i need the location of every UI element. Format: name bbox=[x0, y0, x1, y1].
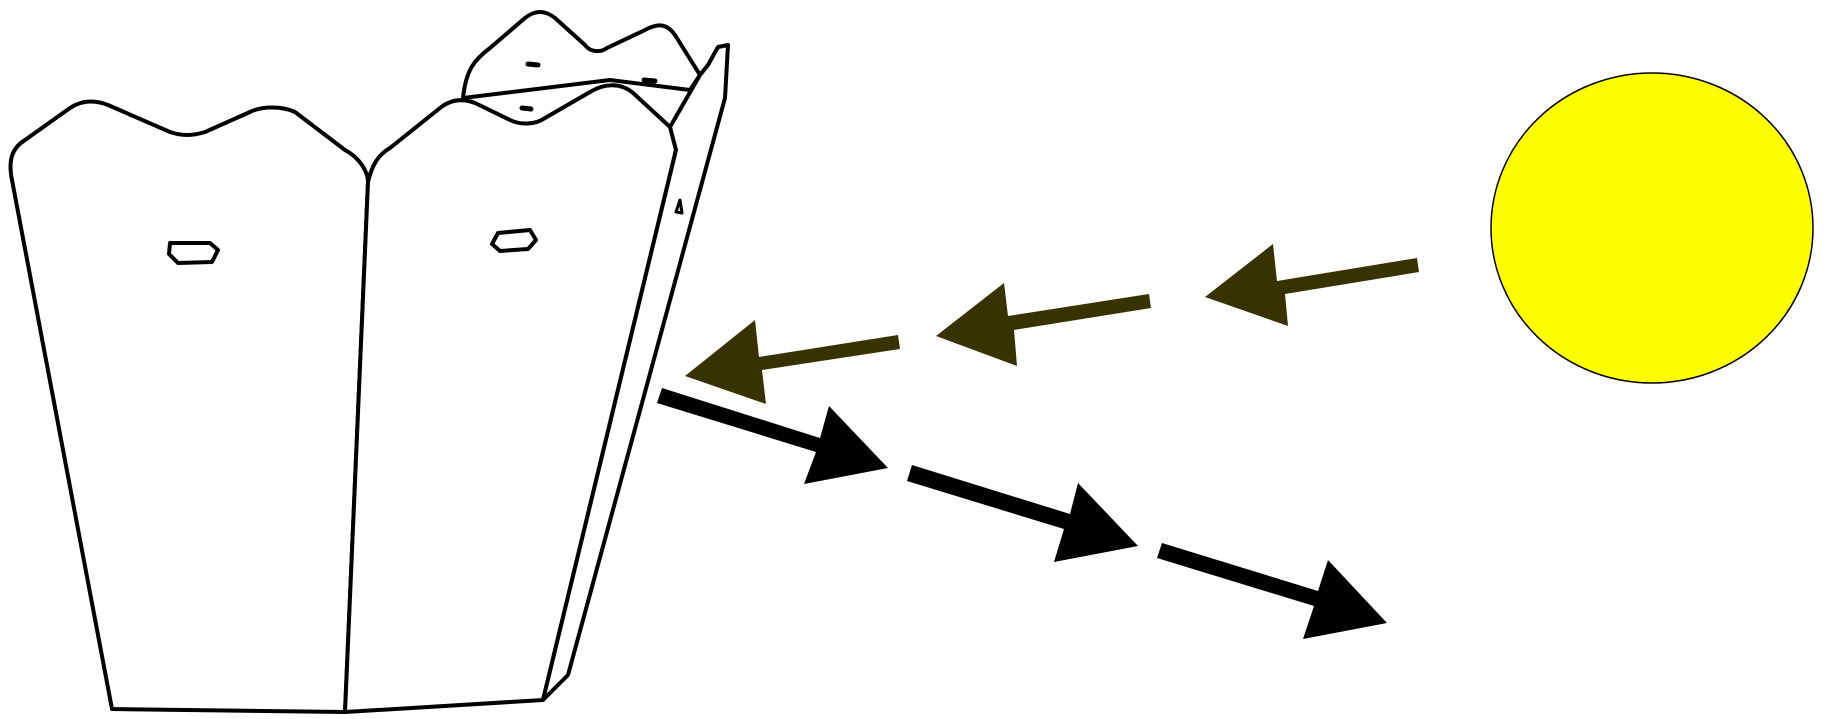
knot-mark bbox=[674, 198, 684, 215]
incoming-arrow bbox=[1205, 244, 1419, 326]
knot-mark bbox=[519, 105, 534, 112]
reflected-arrow bbox=[657, 388, 888, 484]
incoming-arrows bbox=[685, 244, 1419, 404]
reflected-arrows bbox=[657, 388, 1387, 639]
fence-panel bbox=[8, 10, 730, 714]
fence-board-back bbox=[461, 10, 702, 100]
knot-hole bbox=[167, 241, 220, 265]
incoming-arrow bbox=[685, 320, 900, 404]
incoming-arrow bbox=[936, 283, 1151, 366]
knot-mark bbox=[641, 77, 658, 84]
fence-board-left bbox=[8, 99, 370, 714]
reflected-arrow bbox=[1157, 543, 1387, 639]
knot-hole bbox=[490, 228, 538, 253]
knot-mark bbox=[525, 61, 541, 68]
reflected-arrow bbox=[907, 465, 1138, 562]
sun bbox=[1490, 72, 1814, 384]
